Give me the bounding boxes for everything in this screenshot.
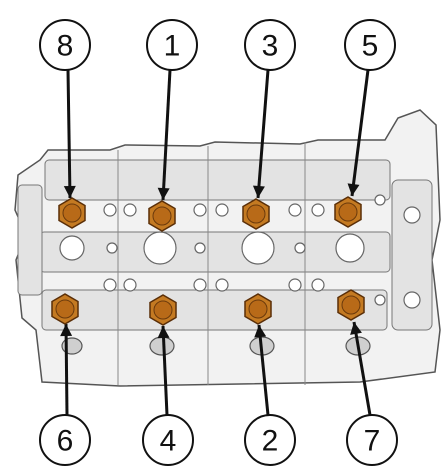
bolt-4-arrowhead: [157, 326, 170, 339]
bolt-6-callout: 6: [39, 414, 91, 466]
bolt-3-callout-circle: [244, 19, 296, 71]
bolt-2-center: [248, 299, 268, 319]
bolt-2-callout: 2: [244, 414, 296, 466]
bolt-4-callout-circle: [142, 414, 194, 466]
bolt-1-callout-circle: [146, 19, 198, 71]
bolt-1-head: [148, 200, 176, 232]
bolt-5-callout-circle: [344, 19, 396, 71]
bolt-6-head: [51, 293, 79, 325]
bolt-5-center: [338, 202, 358, 222]
bolt-5-callout-number: 5: [362, 30, 379, 63]
bolt-heads: [51, 196, 365, 326]
bolt-7-callout-circle: [346, 414, 398, 466]
bolt-5-arrow-line: [350, 69, 370, 197]
bolt-8-callout: 8: [39, 19, 91, 71]
bolt-7-arrow-line: [352, 321, 372, 416]
bolt-2-arrow-line: [257, 324, 270, 416]
bolt-1-arrow-line: [161, 69, 172, 201]
bolt-8-callout-circle: [39, 19, 91, 71]
bolt-8-arrowhead: [63, 185, 76, 198]
bolt-6-center: [55, 299, 75, 319]
bolt-8-arrow-line: [66, 69, 72, 199]
bolt-3-arrow-line: [256, 69, 270, 199]
bolt-4-callout-number: 4: [160, 425, 177, 458]
bolt-7-callout-number: 7: [364, 425, 381, 458]
bolt-2-head: [244, 293, 272, 325]
bolt-6-callout-number: 6: [57, 425, 74, 458]
bolt-8-center: [62, 203, 82, 223]
bolt-3-callout-number: 3: [262, 30, 279, 63]
bolt-5-head: [334, 196, 362, 228]
bolt-1-callout-number: 1: [164, 30, 181, 63]
bolt-3-center: [246, 204, 266, 224]
bolt-7-arrowhead: [350, 322, 362, 335]
bolt-4-arrow-line: [161, 325, 169, 416]
cylinder-head-casting: [14, 109, 441, 387]
bolt-2-arrowhead: [254, 325, 267, 338]
bolt-1-center: [152, 206, 172, 226]
bolt-4-center: [153, 300, 173, 320]
bolt-7-callout: 7: [346, 414, 398, 466]
bolt-5-arrowhead: [347, 183, 360, 196]
bolt-2-callout-circle: [244, 414, 296, 466]
bolt-8-callout-number: 8: [57, 30, 74, 63]
bolt-1-callout: 1: [146, 19, 198, 71]
bolt-5-callout: 5: [344, 19, 396, 71]
bolt-1-arrowhead: [157, 187, 170, 200]
bolt-3-arrowhead: [252, 185, 265, 198]
callout-arrows: [60, 69, 372, 416]
bolt-6-arrowhead: [60, 324, 73, 337]
bolt-4-head: [149, 294, 177, 326]
bolt-8-head: [58, 197, 86, 229]
bolt-6-callout-circle: [39, 414, 91, 466]
bolt-7-center: [341, 295, 361, 315]
bolt-4-callout: 4: [142, 414, 194, 466]
bolt-3-head: [242, 198, 270, 230]
bolt-2-callout-number: 2: [262, 425, 279, 458]
bolt-3-callout: 3: [244, 19, 296, 71]
bolt-6-arrow-line: [64, 323, 69, 416]
bolt-7-head: [337, 289, 365, 321]
number-callouts: 8 1 3 5 6 4 2 7: [39, 19, 398, 466]
